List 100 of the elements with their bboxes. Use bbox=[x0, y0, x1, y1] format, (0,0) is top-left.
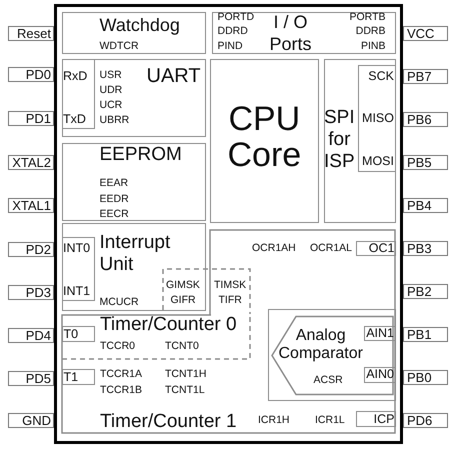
register-name: OCR1AL bbox=[310, 242, 352, 254]
pin-name: XTAL2 bbox=[12, 156, 51, 168]
pin-box bbox=[8, 412, 54, 428]
register-name: GIMSK bbox=[166, 279, 200, 291]
register-name: TCNT0 bbox=[165, 340, 199, 352]
pin-name: PB0 bbox=[407, 370, 432, 384]
block-title: EEPROM bbox=[100, 144, 182, 166]
pin-function-box bbox=[356, 411, 396, 427]
register-name: TCNT1L bbox=[165, 384, 205, 396]
pin-name: PD4 bbox=[26, 328, 51, 342]
signal-name: INT1 bbox=[63, 284, 90, 298]
signal-name: INT0 bbox=[63, 241, 90, 255]
block-title: SPI for ISP bbox=[324, 106, 355, 172]
pin-name: PD5 bbox=[26, 372, 51, 384]
pin-function-box bbox=[358, 64, 396, 172]
signal-name: MOSI bbox=[362, 154, 394, 168]
block-title: Analog Comparator bbox=[278, 326, 363, 362]
block-title: Timer/Counter 1 bbox=[100, 411, 237, 433]
pin-name: PD0 bbox=[26, 68, 51, 80]
register-name: OCR1AH bbox=[252, 242, 296, 254]
signal-name: T1 bbox=[64, 370, 78, 384]
pin-function-box bbox=[62, 236, 94, 300]
register-name: UCR bbox=[100, 98, 122, 110]
io-ports-block bbox=[212, 12, 396, 54]
pin-box bbox=[403, 68, 448, 84]
register-name: MCUCR bbox=[100, 296, 139, 308]
pin-box bbox=[8, 370, 54, 386]
signal-name: T0 bbox=[64, 326, 78, 340]
pin-name: PB1 bbox=[407, 328, 432, 340]
pin-function-box bbox=[356, 241, 396, 256]
block-title: Timer/Counter 0 bbox=[100, 314, 237, 336]
register-name: TCCR1B bbox=[100, 384, 142, 396]
register-name: UDR bbox=[100, 84, 122, 96]
timer-block bbox=[61, 314, 252, 360]
eeprom-block bbox=[62, 143, 206, 221]
register-name: ICR1L bbox=[315, 414, 345, 426]
block-title: UART bbox=[146, 64, 201, 86]
register-name: TIFR bbox=[218, 294, 242, 306]
register-name: UBRR bbox=[100, 114, 130, 126]
pin-box bbox=[403, 240, 448, 256]
register-name: USR bbox=[100, 68, 122, 80]
pin-name: XTAL1 bbox=[12, 198, 51, 212]
signal-name: SCK bbox=[368, 69, 394, 83]
signal-name: AIN1 bbox=[366, 326, 394, 340]
pin-function-box bbox=[62, 58, 94, 128]
pin-name: PD3 bbox=[26, 286, 51, 298]
register-name: TCNT1H bbox=[165, 368, 206, 380]
pin-box bbox=[8, 328, 54, 342]
interrupt-unit-block bbox=[62, 223, 206, 311]
register-name: PINB bbox=[360, 40, 386, 52]
block-title: Watchdog bbox=[100, 14, 180, 34]
pin-box bbox=[8, 66, 54, 82]
pin-name: GND bbox=[22, 414, 51, 426]
register-name: PORTD bbox=[218, 10, 254, 22]
pin-name: VCC bbox=[407, 26, 434, 40]
pin-name: PB7 bbox=[407, 70, 432, 82]
block-title: CPU Core bbox=[228, 100, 302, 172]
pin-name: PD6 bbox=[407, 414, 432, 426]
pin-box bbox=[8, 26, 54, 40]
register-name: TCCR0 bbox=[100, 340, 136, 352]
chip-outline bbox=[54, 4, 403, 444]
pin-name: PB2 bbox=[407, 284, 432, 298]
watchdog-block bbox=[62, 12, 206, 54]
register-name: ACSR bbox=[314, 374, 343, 386]
block-title: Interrupt Unit bbox=[100, 232, 170, 276]
signal-name: TxD bbox=[63, 112, 86, 126]
register-group-box bbox=[162, 268, 252, 315]
register-name: DDRD bbox=[218, 24, 248, 36]
register-name: TIMSK bbox=[214, 279, 246, 291]
register-name: PORTB bbox=[350, 10, 386, 22]
pin-box bbox=[403, 26, 448, 40]
block-title: I / O Ports bbox=[270, 10, 312, 54]
cpu-core-block bbox=[210, 59, 319, 223]
pin-name: PB4 bbox=[407, 198, 432, 212]
pin-box bbox=[403, 326, 448, 342]
spi-block bbox=[324, 59, 396, 223]
register-name: TCCR1A bbox=[100, 368, 142, 380]
pin-box bbox=[8, 284, 54, 300]
pin-name: Reset bbox=[17, 26, 51, 40]
pin-box bbox=[403, 198, 448, 212]
pin-name: PB6 bbox=[407, 112, 432, 126]
signal-name: RxD bbox=[63, 69, 88, 83]
pin-function-box bbox=[62, 369, 95, 385]
timer-block bbox=[61, 229, 397, 435]
pin-function-box bbox=[62, 326, 95, 342]
pin-box bbox=[403, 154, 448, 170]
comparator-block bbox=[268, 309, 396, 401]
register-name: EECR bbox=[100, 208, 129, 220]
register-name: DDRB bbox=[356, 24, 386, 36]
pin-box bbox=[403, 370, 448, 384]
signal-name: MISO bbox=[362, 111, 394, 125]
pin-box bbox=[8, 242, 54, 256]
register-name: EEDR bbox=[100, 192, 129, 204]
pin-box bbox=[8, 110, 54, 126]
uart-block bbox=[62, 59, 206, 137]
register-name: GIFR bbox=[170, 294, 196, 306]
pin-box bbox=[403, 284, 448, 298]
pin-name: PB3 bbox=[407, 242, 432, 254]
pin-box bbox=[403, 412, 448, 428]
register-name: WDTCR bbox=[100, 40, 139, 52]
